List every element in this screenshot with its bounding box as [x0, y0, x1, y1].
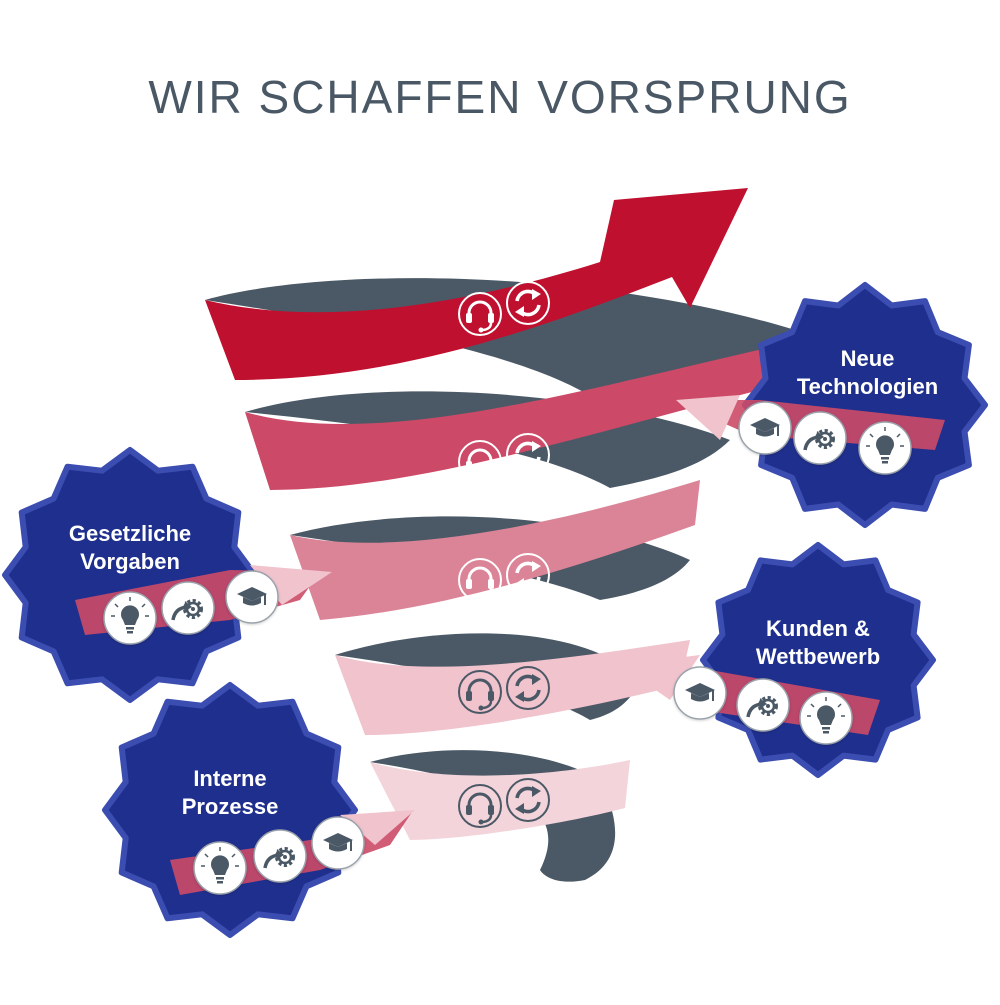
spiral-band-1 [205, 188, 748, 380]
badge-label-line: Wettbewerb [755, 644, 881, 669]
gear-arrow-icon [161, 581, 215, 635]
spiral-band-4 [335, 640, 690, 735]
badge-label-kunden-wettbewerb: Kunden & Wettbewerb [728, 615, 908, 671]
graduation-cap-icon [311, 816, 365, 870]
spiral-band-5 [370, 760, 630, 840]
badge-label-line: Prozesse [181, 794, 279, 819]
spiral-front-bands [205, 188, 780, 840]
headset-icon [458, 784, 502, 828]
graduation-cap-icon [673, 666, 727, 720]
graduation-cap-icon [225, 570, 279, 624]
lightbulb-icon [103, 591, 157, 645]
lightbulb-icon [858, 421, 912, 475]
headset-icon [458, 670, 502, 714]
badge-label-line: Kunden & [766, 616, 870, 641]
gear-arrow-icon [793, 411, 847, 465]
refresh-icon [506, 433, 550, 477]
badge-arrow [250, 565, 332, 605]
badge-interne-prozesse [102, 682, 415, 938]
badge-gesetzliche-vorgaben [2, 447, 332, 703]
badge-kunden-wettbewerb [620, 542, 936, 778]
refresh-icon [506, 778, 550, 822]
refresh-icon [506, 281, 550, 325]
lightbulb-icon [799, 691, 853, 745]
badge-label-line: Interne [193, 766, 267, 791]
badge-arrow [676, 395, 740, 440]
graduation-cap-icon [738, 401, 792, 455]
refresh-icon [506, 553, 550, 597]
gear-arrow-icon [736, 678, 790, 732]
headset-icon [458, 440, 502, 484]
badge-label-line: Vorgaben [80, 549, 180, 574]
badge-arrow [340, 810, 415, 845]
spiral-band-2 [245, 345, 780, 490]
spiral-band-3 [290, 480, 700, 620]
refresh-icon [506, 666, 550, 710]
badge-arrow [620, 655, 700, 700]
page-title: WIR SCHAFFEN VORSPRUNG [148, 71, 852, 123]
badge-label-line: Neue [840, 346, 895, 371]
badge-label-line: Technologien [796, 374, 939, 399]
headset-icon [458, 292, 502, 336]
badge-neue-technologien [672, 282, 988, 528]
headset-icon [458, 558, 502, 602]
lightbulb-icon [193, 841, 247, 895]
gear-arrow-icon [253, 829, 307, 883]
badge-layer [2, 282, 988, 938]
badge-label-line: Gesetzliche [68, 521, 192, 546]
